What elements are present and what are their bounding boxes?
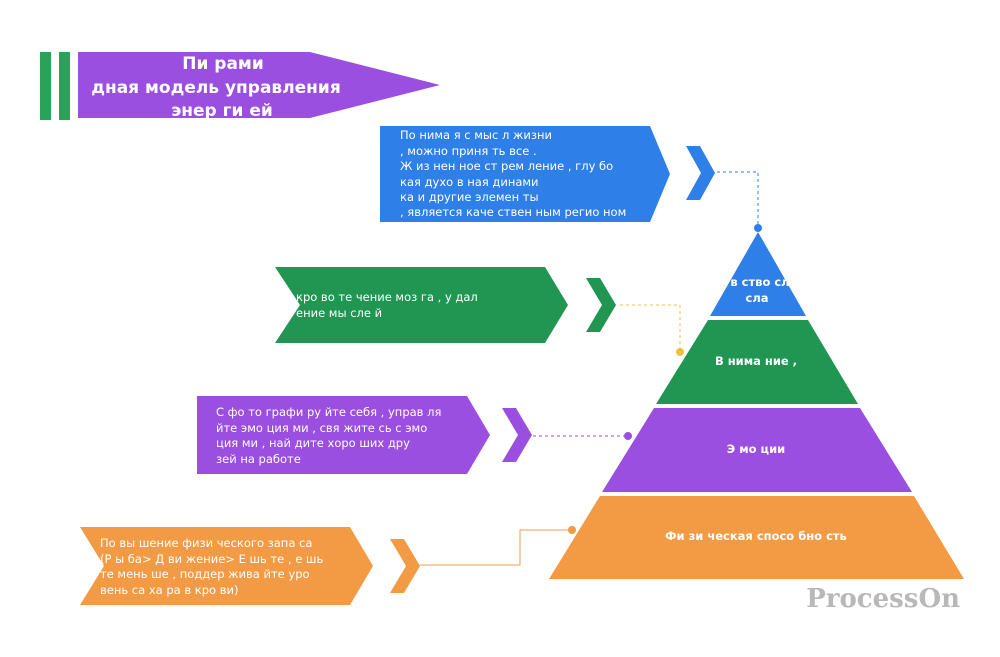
- title-line-1: Пи рами: [182, 54, 264, 74]
- connector-dot-orange: [568, 526, 576, 534]
- connector-dots: [568, 224, 762, 534]
- title-line-2: дная модель управления: [91, 78, 341, 98]
- box-orange-text-line-1: По вы шение физи ческого запа са: [100, 536, 312, 550]
- box-orange: По вы шение физи ческого запа са (Р ы ба…: [80, 527, 420, 605]
- box-green-text-line-2: ение мы сле й: [296, 306, 382, 320]
- box-orange-text-line-2: (Р ы ба> Д ви жение> Е шь те , е шь: [100, 552, 323, 566]
- pyramid-level-second: [656, 320, 858, 404]
- box-purple-text-line-1: С фо то графи ру йте себя , управ ля: [216, 405, 441, 419]
- pyramid-level-top-label-2: сла: [746, 291, 769, 305]
- box-purple-text-line-2: йте эмо ция ми , свя жите сь с эмо: [216, 421, 427, 435]
- pyramid-level-second-label: В нима ние ,: [715, 354, 797, 368]
- box-blue-chevron-icon: [686, 146, 715, 200]
- box-orange-chevron-icon: [390, 539, 420, 593]
- pyramid-level-third-label: Э мо ции: [727, 442, 785, 456]
- pyramid-level-third: [602, 408, 912, 492]
- box-purple-shape: [197, 396, 490, 474]
- box-green-chevron-icon: [586, 278, 616, 332]
- connector-dot-blue: [754, 224, 762, 232]
- title-accent-bar-right: [59, 52, 70, 120]
- pyramid-level-top: [710, 232, 806, 316]
- box-orange-text-line-3: те мень ше , поддер жива йте уро: [100, 567, 310, 581]
- box-green-shape: [275, 267, 568, 343]
- box-blue-text-line-5: ка и другие элемен ты: [400, 190, 539, 204]
- title-banner: Пи рами дная модель управления энер ги е…: [40, 52, 440, 121]
- box-blue-text-line-2: , можно приня ть все .: [400, 144, 537, 158]
- connector-blue: [717, 171, 759, 227]
- box-purple-chevron-icon: [502, 408, 532, 462]
- box-orange-shape: [80, 527, 373, 605]
- connector-green: [620, 304, 681, 352]
- pyramid-level-base: [549, 496, 964, 579]
- box-purple-text-line-4: зей на работе: [216, 452, 301, 466]
- box-purple: С фо то графи ру йте себя , управ ля йте…: [197, 396, 532, 474]
- title-line-3: энер ги ей: [171, 101, 273, 121]
- box-green: кро во те чение моз га , у дал ение мы с…: [275, 267, 616, 343]
- pyramid-level-top-label-1: в ство сл: [730, 275, 789, 289]
- box-blue-text-line-6: , является каче ствен ным регио ном: [400, 205, 626, 219]
- box-orange-text-line-4: вень са ха ра в кро ви): [100, 583, 238, 597]
- title-accent-bar-left: [40, 52, 51, 120]
- connector-dot-purple: [624, 432, 632, 440]
- box-blue-text-line-1: По нима я с мыс л жизни: [400, 128, 552, 142]
- box-blue: По нима я с мыс л жизни , можно приня ть…: [380, 126, 715, 222]
- pyramid: в ство сл сла В нима ние , Э мо ции Фи з…: [549, 232, 964, 579]
- box-green-text-line-1: кро во те чение моз га , у дал: [296, 290, 478, 304]
- connector-orange: [420, 529, 572, 566]
- connector-dot-green: [676, 348, 684, 356]
- watermark-text: ProcessOn: [806, 584, 960, 614]
- pyramid-level-base-label: Фи зи ческая спосо бно сть: [665, 529, 847, 543]
- box-blue-text-line-4: кая духо в ная динами: [400, 175, 539, 189]
- connectors: [420, 171, 759, 566]
- box-purple-text-line-3: ция ми , най дите хоро ших дру: [216, 436, 410, 450]
- box-blue-text-line-3: Ж из нен ное ст рем ление , глу бо: [400, 159, 613, 173]
- box-blue-shape: [380, 126, 670, 222]
- title-arrow-shape: [78, 52, 440, 118]
